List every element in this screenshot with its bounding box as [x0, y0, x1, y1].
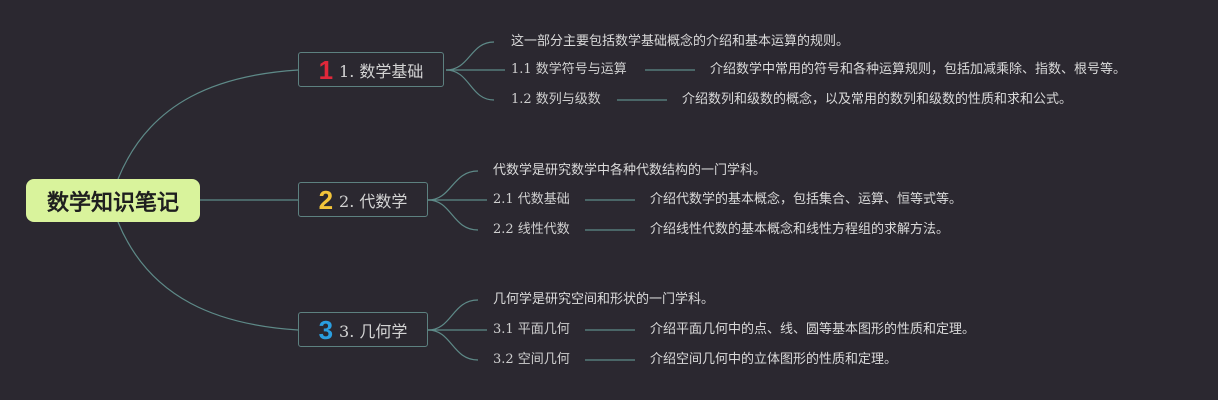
- branch-2-item-1-title: 2.1 代数基础: [493, 192, 570, 207]
- branch-1-intro: 这一部分主要包括数学基础概念的介绍和基本运算的规则。: [511, 34, 850, 49]
- number-3-badge-icon: 3: [318, 314, 334, 345]
- connector-b1-item2: [445, 69, 495, 101]
- connector-b1-intro: [445, 41, 495, 71]
- branch-1-item-2-title: 1.2 数列与级数: [511, 92, 601, 107]
- branch-2-intro: 代数学是研究数学中各种代数结构的一门学科。: [493, 163, 767, 178]
- branch-1-item-1-desc: 介绍数学中常用的符号和各种运算规则，包括加减乘除、指数、根号等。: [710, 62, 1127, 77]
- branch-1-item-1-title: 1.1 数学符号与运算: [511, 62, 627, 77]
- connector-root-branch-3: [117, 221, 299, 331]
- connector-b3-intro: [427, 299, 479, 331]
- branch-3-item-1-title: 3.1 平面几何: [493, 322, 570, 337]
- connector-root-branch-1: [117, 69, 299, 180]
- branch-node-3-label: 3. 几何学: [339, 321, 408, 341]
- branch-3-item-2-desc: 介绍空间几何中的立体图形的性质和定理。: [650, 352, 898, 367]
- branch-node-1[interactable]: 1 1. 数学基础: [298, 52, 444, 87]
- branch-2-item-2-desc: 介绍线性代数的基本概念和线性方程组的求解方法。: [650, 222, 950, 237]
- branch-3-item-1-desc: 介绍平面几何中的点、线、圆等基本图形的性质和定理。: [650, 322, 976, 337]
- branch-node-3[interactable]: 3 3. 几何学: [298, 312, 428, 347]
- connector-b2-intro: [427, 170, 479, 201]
- branch-2-item-1-desc: 介绍代数学的基本概念，包括集合、运算、恒等式等。: [650, 192, 963, 207]
- connector-b2-item2: [427, 199, 479, 231]
- number-1-badge-icon: 1: [318, 54, 334, 85]
- branch-node-2-label: 2. 代数学: [339, 191, 408, 211]
- root-node[interactable]: 数学知识笔记: [26, 179, 200, 222]
- number-2-badge-icon: 2: [318, 184, 334, 215]
- branch-3-intro: 几何学是研究空间和形状的一门学科。: [493, 292, 715, 307]
- connector-b3-item2: [427, 329, 479, 361]
- branch-node-2[interactable]: 2 2. 代数学: [298, 182, 428, 217]
- branch-node-1-label: 1. 数学基础: [339, 61, 424, 81]
- branch-2-item-2-title: 2.2 线性代数: [493, 222, 570, 237]
- root-node-label: 数学知识笔记: [46, 190, 179, 216]
- branch-1-item-2-desc: 介绍数列和级数的概念，以及常用的数列和级数的性质和求和公式。: [682, 92, 1073, 107]
- branch-3-item-2-title: 3.2 空间几何: [493, 352, 570, 367]
